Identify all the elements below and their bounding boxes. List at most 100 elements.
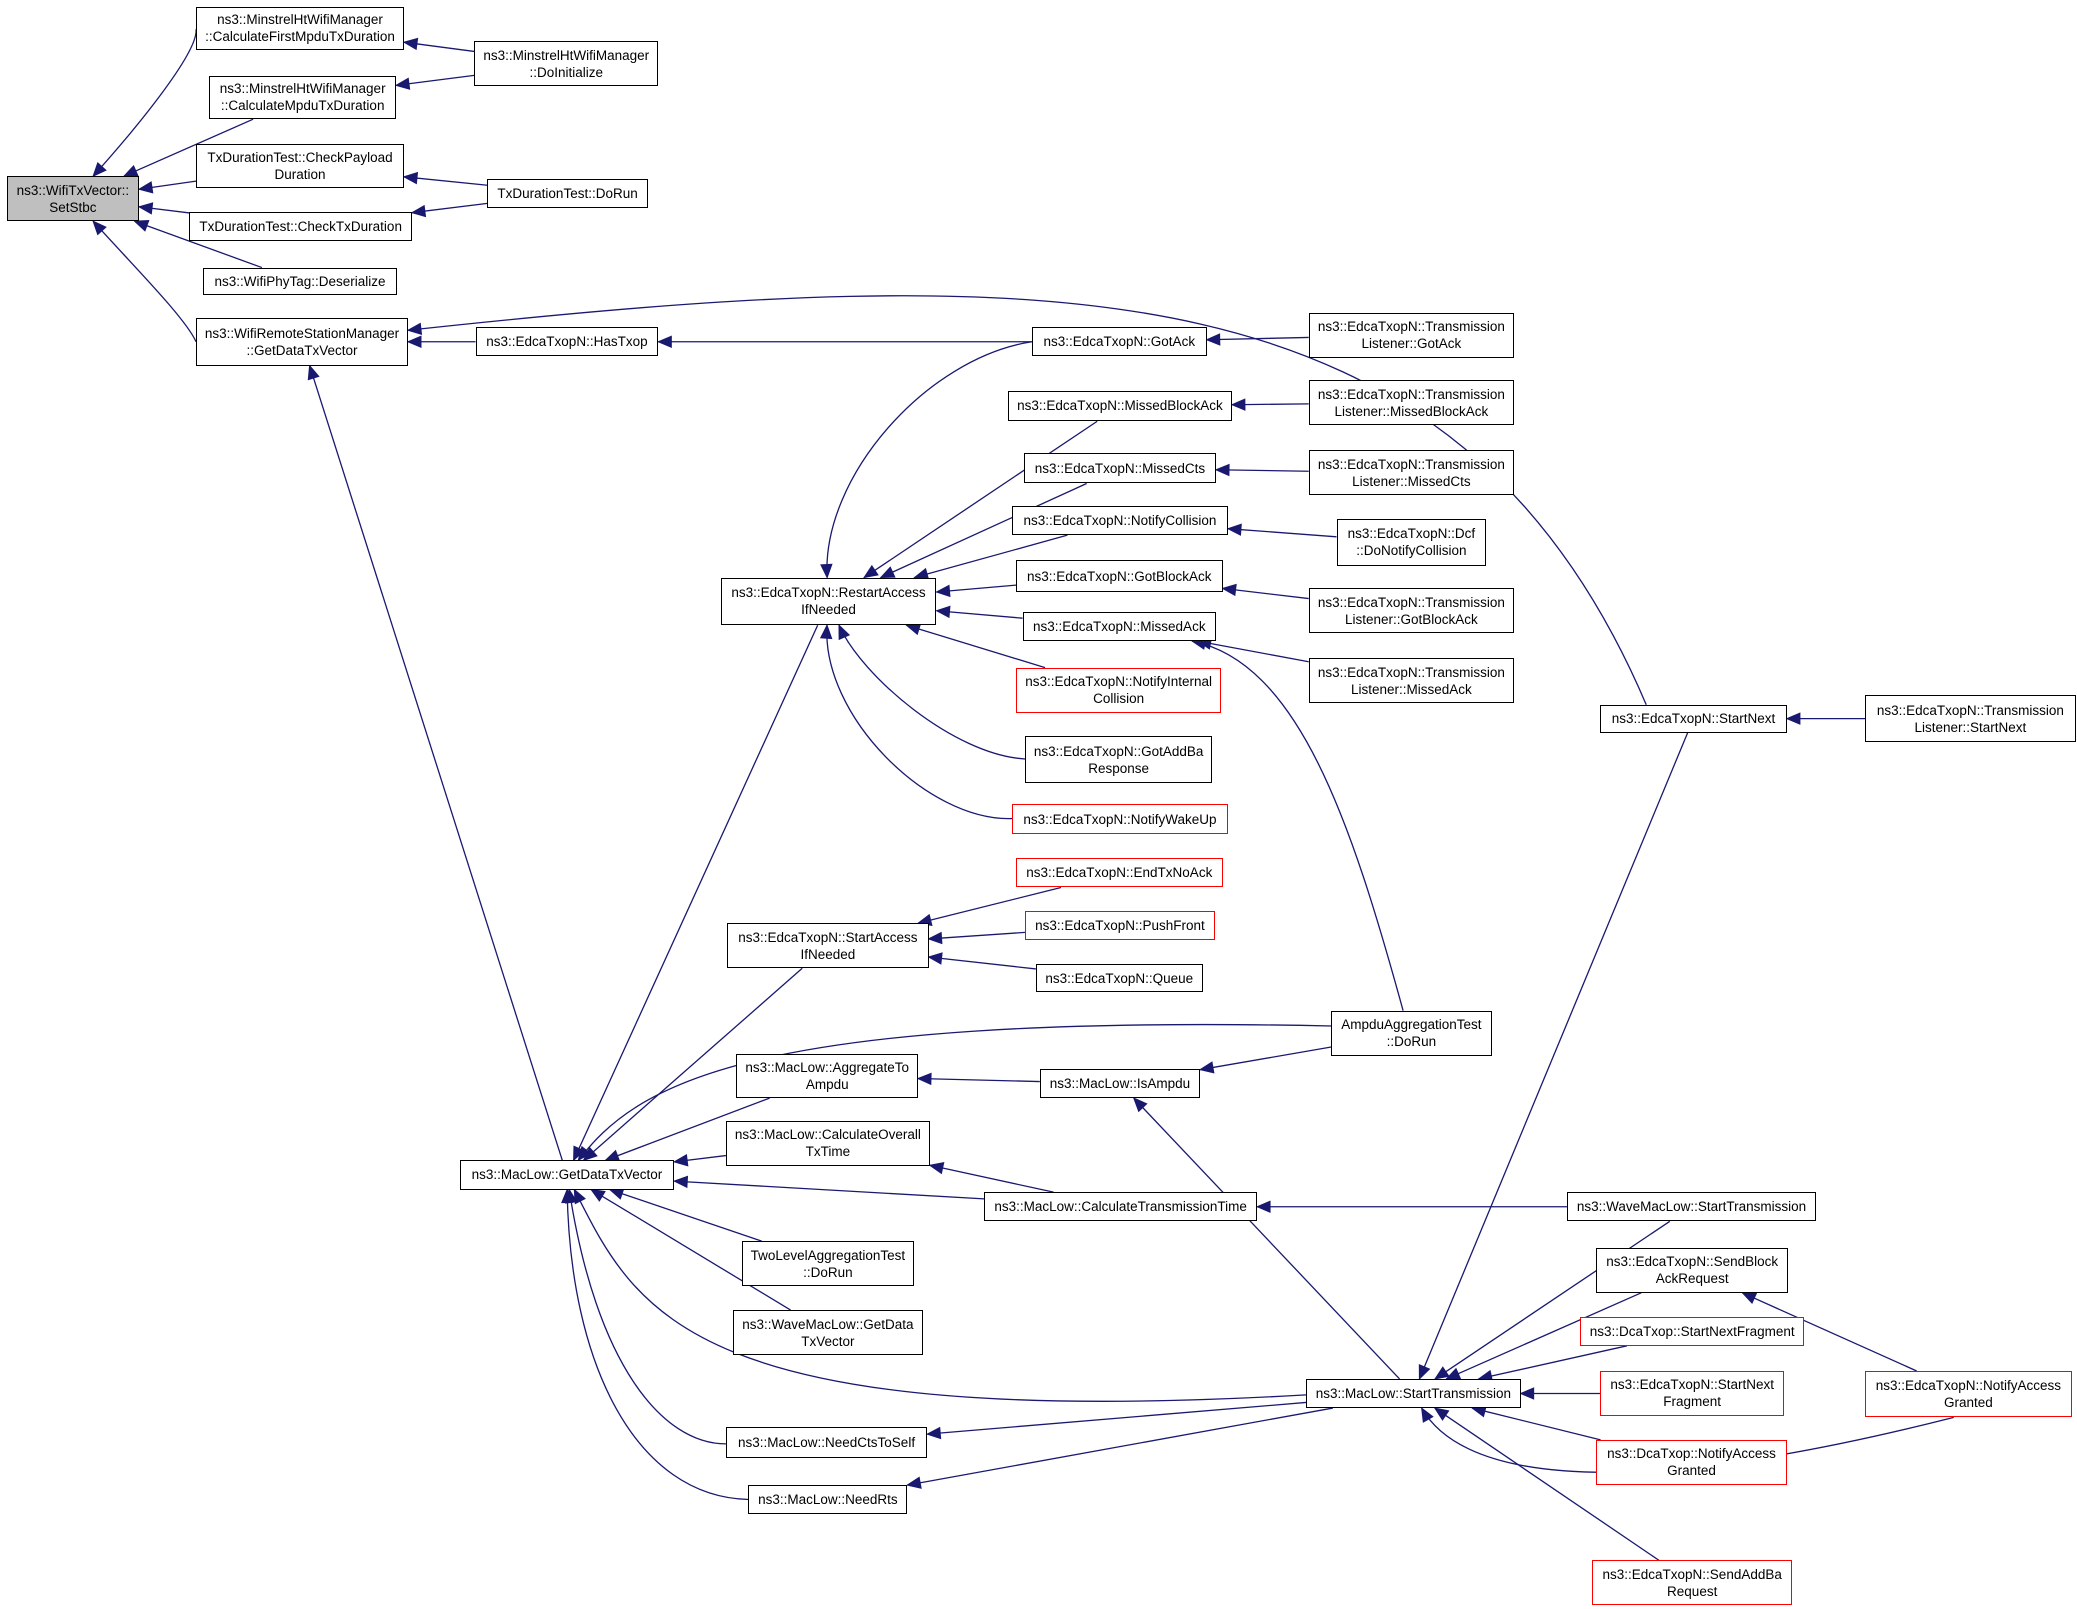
arrowhead-n0-n1 [92,161,107,178]
call-edge-n18-n14 [880,482,1087,579]
graph-node[interactable]: ns3::EdcaTxopN::Queue [1035,964,1203,993]
arrowhead-n36-n45 [573,1188,586,1205]
node-label-line: Listener::MissedCts [1352,473,1471,489]
graph-node[interactable]: ns3::MacLow::StartTransmission [1306,1378,1521,1409]
graph-node[interactable]: ns3::EdcaTxopN::Dcf::DoNotifyCollision [1336,519,1487,566]
node-label-line: ns3::EdcaTxopN::Queue [1045,970,1194,986]
graph-node[interactable]: ns3::WifiPhyTag::Deserialize [202,267,398,296]
arrowhead-n0-n6 [137,202,154,215]
graph-node[interactable]: ns3::WifiRemoteStationManager::GetDataTx… [196,317,408,366]
call-edge-n29-n28 [917,886,1062,924]
graph-node[interactable]: AmpduAggregationTest::DoRun [1331,1010,1492,1056]
arrowhead-n45-n24 [1418,1364,1431,1381]
call-edge-n19-n20 [1222,587,1309,600]
graph-node[interactable]: TxDurationTest::DoRun [487,178,648,208]
graph-node[interactable]: TxDurationTest::CheckTxDuration [189,211,412,242]
call-edge-n18-n21 [936,610,1023,619]
call-edge-n0-n1 [92,29,197,177]
node-label-line: Granted [1667,1463,1716,1479]
node-label-line: ns3::EdcaTxopN::StartNext [1611,711,1776,727]
arrowhead-n14-n15 [1214,463,1230,477]
node-label-line: TxDurationTest::DoRun [497,185,638,201]
graph-node[interactable]: ns3::MacLow::NeedCtsToSelf [725,1426,928,1459]
call-edge-n21-n32 [1192,640,1404,1011]
graph-node[interactable]: ns3::EdcaTxopN::NotifyWakeUp [1012,804,1228,835]
graph-node[interactable]: ns3::EdcaTxopN::EndTxNoAck [1015,858,1223,888]
arrowhead-n18-n21 [935,605,951,619]
graph-node[interactable]: ns3::MinstrelHtWifiManager::CalculateMpd… [209,75,397,120]
arrowhead-n4-n5 [402,171,419,185]
arrowhead-n8-n9 [406,335,422,349]
arrowhead-n19-n20 [1221,583,1237,597]
graph-node[interactable]: ns3::MacLow::CalculateTransmissionTime [984,1192,1258,1222]
call-edge-n18-n23 [906,624,1046,669]
graph-node[interactable]: ns3::MacLow::NeedRts [748,1484,908,1515]
arrowhead-n35-n37 [928,1162,945,1175]
graph-node[interactable]: ns3::WifiTxVector::SetStbc [6,176,140,222]
graph-node[interactable]: ns3::MacLow::IsAmpdu [1039,1068,1201,1099]
graph-node[interactable]: ns3::EdcaTxopN::GotBlockAck [1015,560,1223,593]
node-label-line: TwoLevelAggregationTest [750,1247,906,1263]
graph-node[interactable]: ns3::EdcaTxopN::HasTxop [475,327,659,357]
call-edge-n36-n18 [572,624,819,1161]
call-edge-n36-n37 [674,1180,985,1200]
call-edge-n46-n45 [927,1401,1307,1435]
arrowhead-n46-n45 [925,1426,942,1440]
arrowhead-n45-n49 [1433,1407,1450,1421]
graph-node[interactable]: ns3::MinstrelHtWifiManager::CalculateFir… [196,6,404,51]
node-label-line: Request [1667,1583,1718,1599]
arrowhead-n36-n39 [608,1187,625,1200]
node-label-line: ns3::EdcaTxopN::Transmission [1317,456,1505,472]
call-edge-n18-n12 [863,420,1098,579]
graph-node[interactable]: ns3::EdcaTxopN::StartNext [1600,704,1787,733]
call-edge-n45-n49 [1434,1407,1660,1561]
graph-node[interactable]: ns3::EdcaTxopN::MissedBlockAck [1008,390,1232,422]
graph-node[interactable]: TwoLevelAggregationTest::DoRun [741,1241,914,1287]
call-edge-n8-n24 [407,295,1647,705]
arrowhead-n18-n19 [935,584,951,598]
graph-node[interactable]: ns3::MacLow::GetDataTxVector [459,1160,675,1190]
graph-node[interactable]: ns3::EdcaTxopN::PushFront [1025,911,1215,941]
node-label-line: ns3::DcaTxop::NotifyAccess [1607,1446,1776,1462]
arrowhead-n0-n8 [92,220,107,236]
node-label-line: ns3::EdcaTxopN::Transmission [1876,702,2064,718]
call-edge-n36-n42 [590,1188,791,1311]
node-label-line: ns3::EdcaTxopN::GotBlockAck [1026,568,1212,584]
graph-node[interactable]: ns3::EdcaTxopN::MissedCts [1023,453,1216,484]
graph-node[interactable]: ns3::DcaTxop::StartNextFragment [1580,1316,1805,1346]
graph-node[interactable]: ns3::EdcaTxopN::GotAck [1031,327,1207,357]
call-edge-n34-n32 [1199,1046,1332,1071]
call-edge-n45-n24 [1418,732,1689,1380]
arrowhead-n24-n25 [1785,712,1801,725]
node-label-line: ns3::EdcaTxopN::PushFront [1035,918,1205,934]
graph-node[interactable]: ns3::MinstrelHtWifiManager::DoInitialize [474,41,659,87]
node-label-line: ns3::MacLow::NeedRts [758,1491,898,1507]
node-label-line: ns3::EdcaTxopN::Transmission [1317,664,1505,680]
graph-node[interactable]: ns3::EdcaTxopN::NotifyCollision [1012,506,1228,536]
node-label-line: ::DoInitialize [529,64,604,80]
arrowhead-n16-n17 [1226,523,1242,536]
graph-node[interactable]: ns3::WaveMacLow::StartTransmission [1567,1192,1817,1222]
node-label-line: ns3::EdcaTxopN::NotifyAccess [1875,1378,2062,1394]
graph-node[interactable]: ns3::EdcaTxopN::MissedAck [1022,611,1216,642]
node-label-line: IfNeeded [801,602,856,618]
